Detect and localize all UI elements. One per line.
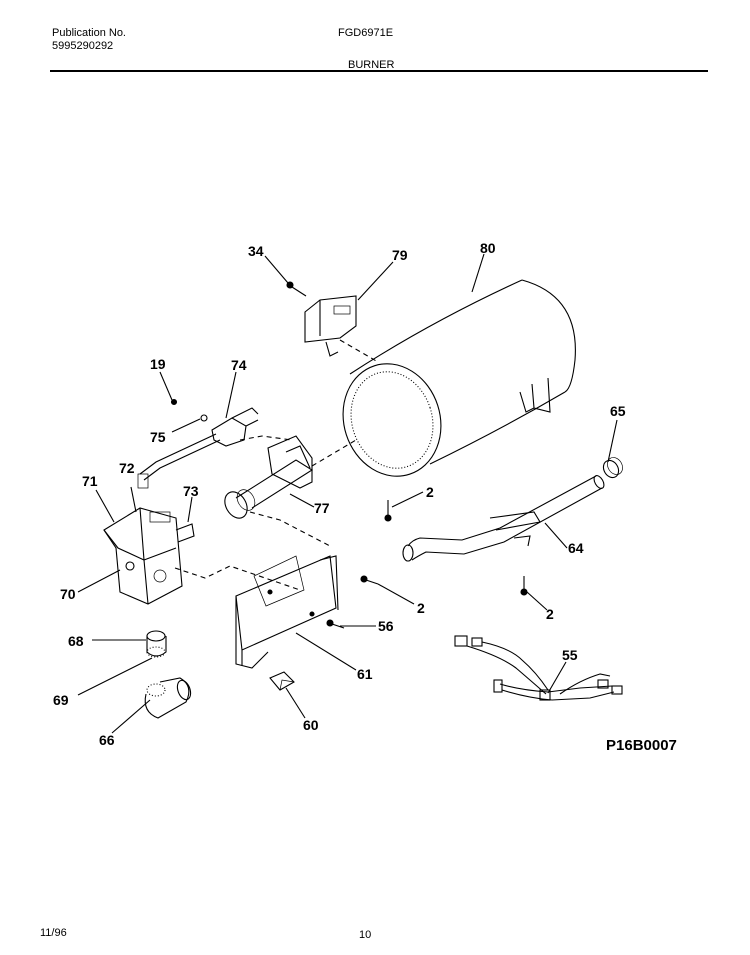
section-title: BURNER bbox=[348, 59, 395, 71]
callout-34: 34 bbox=[248, 243, 264, 259]
callout-73: 73 bbox=[183, 483, 199, 499]
callout-71: 71 bbox=[82, 473, 98, 489]
burner-cylinder bbox=[342, 279, 576, 477]
gas-valve-70 bbox=[103, 507, 195, 605]
publication-label: Publication No. bbox=[52, 27, 126, 39]
callout-80: 80 bbox=[480, 240, 496, 256]
callout-2c: 2 bbox=[546, 606, 554, 622]
model-number: FGD6971E bbox=[338, 27, 394, 39]
publication-number: 5995290292 bbox=[52, 40, 114, 52]
cap-65 bbox=[602, 457, 623, 479]
assembly-guides bbox=[174, 339, 379, 591]
callout-56: 56 bbox=[378, 618, 394, 634]
clip-60 bbox=[269, 671, 295, 691]
callout-79: 79 bbox=[392, 247, 408, 263]
header-rule bbox=[50, 70, 708, 72]
elbow-66 bbox=[144, 677, 192, 719]
callout-72: 72 bbox=[119, 460, 135, 476]
callout-69: 69 bbox=[53, 692, 69, 708]
wire-harness-55 bbox=[454, 635, 623, 701]
mounting-bracket-61 bbox=[235, 555, 339, 669]
callout-74: 74 bbox=[231, 357, 247, 373]
fitting-68 bbox=[146, 630, 167, 658]
callout-2b: 2 bbox=[417, 600, 425, 616]
callout-75: 75 bbox=[150, 429, 166, 445]
callout-68: 68 bbox=[68, 633, 84, 649]
gas-pipe-64 bbox=[402, 475, 605, 562]
igniter-assembly bbox=[137, 398, 259, 489]
burner-tube-77 bbox=[224, 435, 314, 519]
footer-date: 11/96 bbox=[40, 927, 67, 939]
callout-64: 64 bbox=[568, 540, 584, 556]
callout-61: 61 bbox=[357, 666, 373, 682]
callout-19: 19 bbox=[150, 356, 166, 372]
leader-lines bbox=[77, 253, 618, 734]
footer-page-number: 10 bbox=[359, 929, 372, 941]
callout-55: 55 bbox=[562, 647, 578, 663]
bracket-79 bbox=[304, 295, 357, 357]
callout-70: 70 bbox=[60, 586, 76, 602]
callout-65: 65 bbox=[610, 403, 626, 419]
callout-77: 77 bbox=[314, 500, 330, 516]
diagram-code: P16B0007 bbox=[606, 737, 677, 754]
screws bbox=[326, 500, 528, 629]
callout-66: 66 bbox=[99, 732, 115, 748]
callout-2a: 2 bbox=[426, 484, 434, 500]
callout-60: 60 bbox=[303, 717, 319, 733]
screw-34 bbox=[286, 281, 307, 297]
